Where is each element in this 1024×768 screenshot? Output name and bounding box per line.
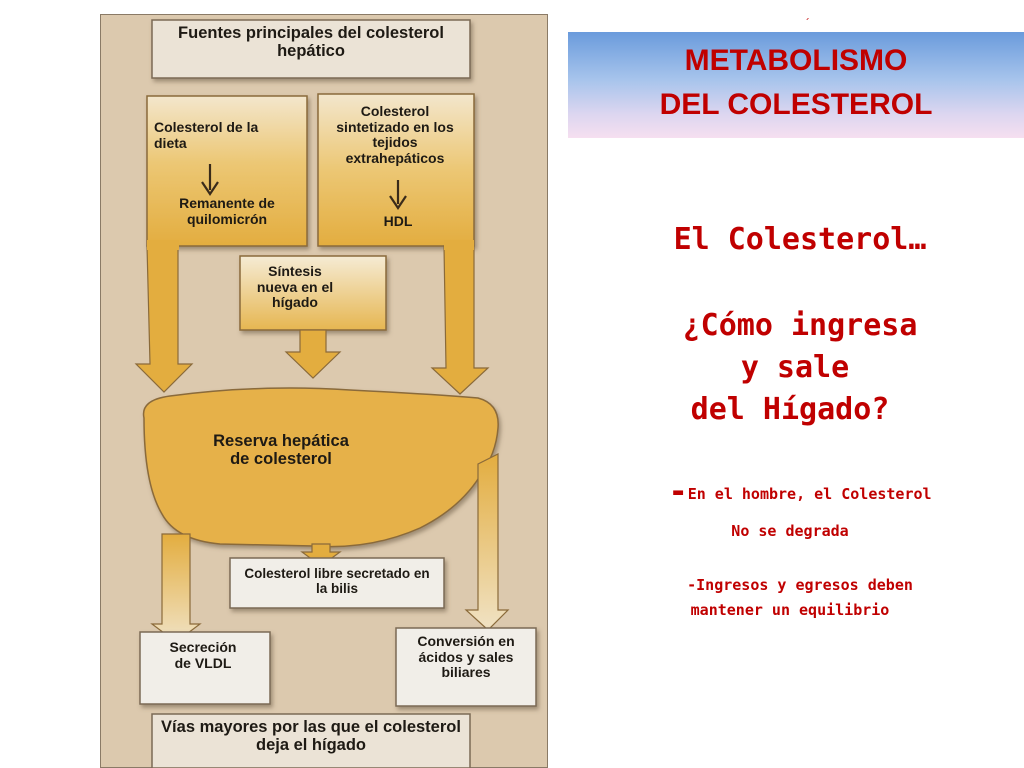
- note-2-line-2: mantener un equilibrio: [690, 601, 890, 619]
- acids-label: Conversión en ácidos y sales biliares: [417, 633, 515, 681]
- acids-box: [395, 627, 537, 707]
- vldl-box: [139, 631, 271, 705]
- left-source-arrow: [134, 245, 194, 393]
- note-1-line-2: No se degrada: [731, 522, 849, 540]
- cholesterol-liver-diagram: Fuentes principales del colesterol hepát…: [100, 14, 548, 768]
- diet-label: Colesterol de la dieta: [154, 119, 259, 151]
- top-header-box: [151, 19, 471, 79]
- bile-box: [229, 557, 445, 609]
- bottom-header-label: Vías mayores por las que el colesterol d…: [161, 718, 461, 755]
- title-line-2: DEL COLESTEROL: [659, 88, 933, 121]
- title-line-1: METABOLISMO: [684, 44, 908, 77]
- top-header-label: Fuentes principales del colesterol hepát…: [178, 24, 444, 61]
- note-1-text: En el hombre, el Colesterol: [687, 485, 932, 503]
- section-heading: El Colesterol…: [673, 222, 927, 257]
- title-accent-mark: ´: [806, 16, 810, 30]
- hdl-inner-arrow-head: [389, 195, 407, 210]
- acids-exit-arrow: [464, 453, 510, 631]
- extrahepatic-source-box: [317, 93, 475, 247]
- note-1-dash: -: [668, 472, 688, 510]
- diet-inner-arrow-head: [201, 181, 219, 196]
- question-line-2: y sale: [740, 350, 850, 385]
- liver-label: Reserva hepática de colesterol: [213, 432, 349, 469]
- new-synthesis-arrow: [284, 329, 342, 379]
- right-source-arrow: [430, 245, 490, 395]
- bile-label: Colesterol libre secretado en la bilis: [244, 566, 430, 597]
- new-synthesis-label: Síntesis nueva en el hígado: [256, 263, 334, 311]
- diet-source-box: [146, 95, 308, 247]
- bottom-header-box: [151, 713, 471, 768]
- hdl-label: HDL: [383, 213, 413, 229]
- note-2-line-1: -Ingresos y egresos deben: [687, 576, 913, 594]
- extrahepatic-label: Colesterol sintetizado en los tejidos ex…: [336, 103, 454, 167]
- vldl-label: Secreción de VLDL: [169, 639, 237, 671]
- diagram-graphics: [100, 14, 548, 768]
- title-banner: [568, 32, 1024, 138]
- note-1-line-1: -En el hombre, el Colesterol: [620, 472, 980, 510]
- chylomicron-label: Remanente de quilomicrón: [179, 195, 275, 227]
- question-line-1: ¿Cómo ingresa: [682, 308, 918, 343]
- question-line-3: del Hígado?: [690, 392, 890, 427]
